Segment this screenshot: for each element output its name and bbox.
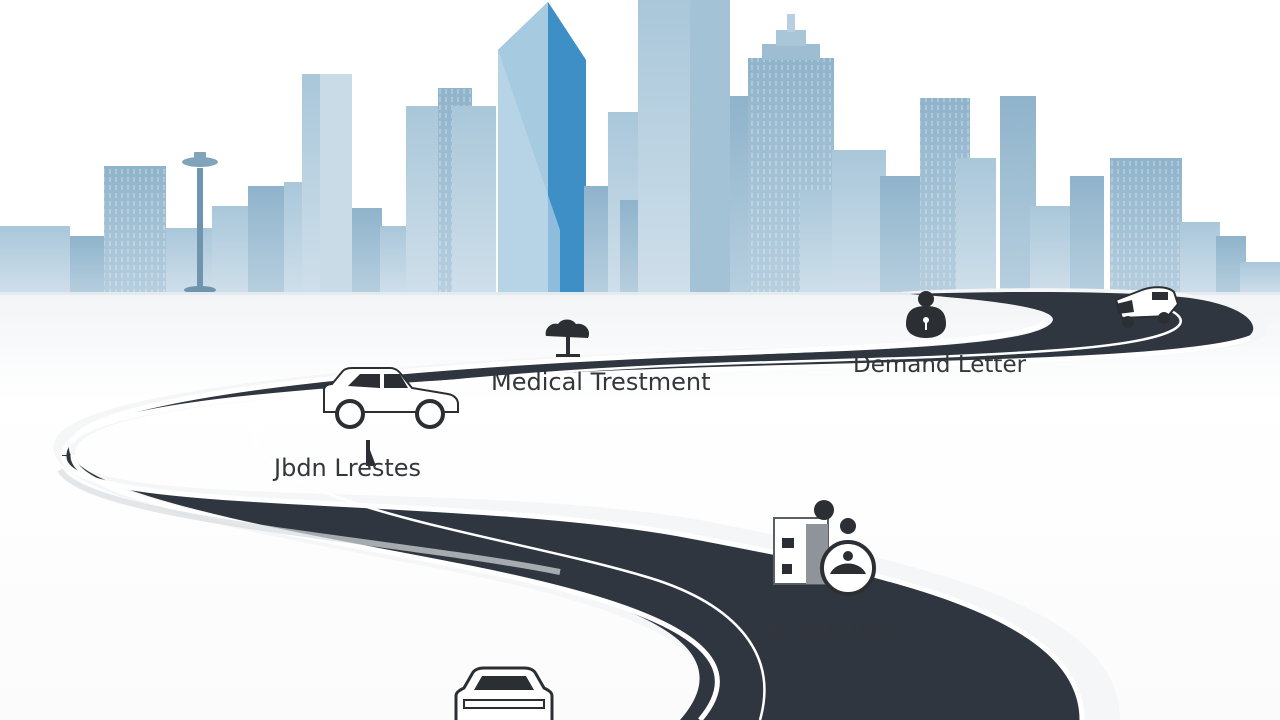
tree-icon	[545, 319, 590, 357]
winding-road	[53, 288, 1267, 720]
road-surface	[61, 292, 1254, 720]
person-icon	[906, 291, 946, 338]
person-mark-icon	[366, 440, 376, 466]
ambulance-icon	[1114, 286, 1180, 328]
car-icon	[323, 367, 459, 429]
label-negotiation: Negotiation	[760, 614, 899, 642]
label-stage-one: Jbdn Lrestes	[272, 454, 421, 482]
car-icon	[454, 666, 554, 720]
city-skyline	[0, 0, 1280, 295]
label-medical-treatment: Medical Trestment	[491, 368, 711, 396]
negotiation-icon	[773, 500, 876, 596]
label-demand-letter: Demand Letter	[853, 352, 1027, 378]
